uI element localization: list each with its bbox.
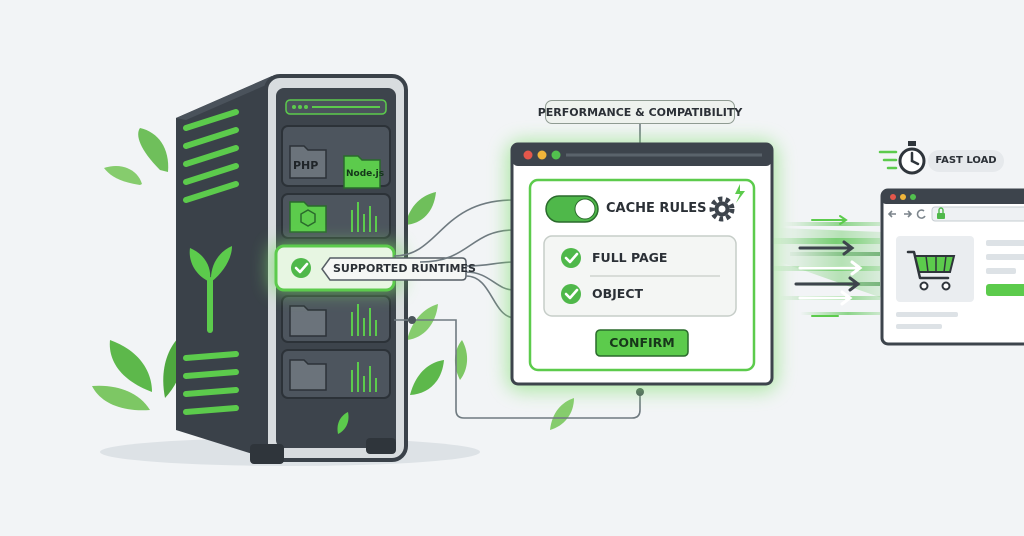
folder-icon xyxy=(343,155,381,189)
folder-icon xyxy=(289,145,327,179)
forward-arrow-icon[interactable] xyxy=(904,210,913,218)
activity-bars xyxy=(351,202,377,392)
header-label: PERFORMANCE & COMPATIBILITY xyxy=(537,105,743,119)
maximize-dot[interactable] xyxy=(910,194,916,200)
lock-icon xyxy=(937,207,945,219)
folder-label-nodejs: Node.js xyxy=(346,169,385,179)
minimize-dot[interactable] xyxy=(900,194,906,200)
side-vents xyxy=(183,109,239,415)
page-placeholder-lines xyxy=(896,240,1024,329)
header-label-pill: PERFORMANCE & COMPATIBILITY xyxy=(538,100,742,124)
cart-icon xyxy=(906,250,956,291)
fast-load-pill: FAST LOAD xyxy=(928,150,1004,172)
close-dot[interactable] xyxy=(890,194,896,200)
cache-rules-label: CACHE RULES xyxy=(606,201,707,216)
confirm-button-shape[interactable] xyxy=(595,329,689,357)
confirm-button[interactable]: CONFIRM xyxy=(609,335,675,350)
check-icon[interactable] xyxy=(561,284,581,304)
lightning-icon xyxy=(735,184,745,203)
option-label-object: OBJECT xyxy=(592,286,644,301)
gear-icon[interactable] xyxy=(709,196,735,222)
option-label-full-page: FULL PAGE xyxy=(592,250,668,265)
folder-icon xyxy=(289,359,327,391)
check-icon[interactable] xyxy=(561,248,581,268)
close-dot[interactable] xyxy=(523,150,533,160)
folder-icon xyxy=(289,305,327,337)
stopwatch-icon xyxy=(878,141,926,175)
minimize-dot[interactable] xyxy=(537,150,547,160)
speed-arrows xyxy=(794,215,863,317)
maximize-dot[interactable] xyxy=(551,150,561,160)
leaf-icon xyxy=(189,246,232,333)
runtimes-label: SUPPORTED RUNTIMES xyxy=(333,262,476,275)
back-arrow-icon[interactable] xyxy=(887,210,896,218)
address-bar[interactable] xyxy=(931,206,1024,222)
folder-label-php: PHP xyxy=(293,159,319,172)
folder-icon xyxy=(289,201,327,233)
buy-button[interactable] xyxy=(986,284,1024,296)
leaf-icon xyxy=(337,412,349,434)
fast-load-label: FAST LOAD xyxy=(935,155,997,166)
reload-icon[interactable] xyxy=(916,209,926,219)
check-icon xyxy=(291,258,311,278)
